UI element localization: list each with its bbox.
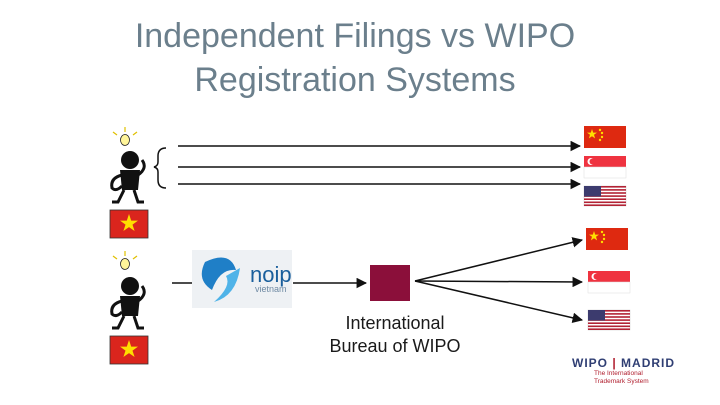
singapore-flag-icon-top — [583, 156, 627, 179]
wipo-madrid-logo: WIPO | MADRID The International Trademar… — [572, 356, 692, 386]
title-line-1: Independent Filings vs WIPO — [134, 17, 576, 55]
brace — [153, 147, 167, 189]
noip-logo-name: noip — [250, 262, 292, 287]
wipo-logo-sub-1: The International — [594, 370, 643, 377]
wipo-logo-separator: | — [612, 356, 617, 370]
singapore-flag-icon-bottom — [587, 271, 631, 294]
china-flag-icon-bottom — [586, 228, 628, 250]
usa-flag-icon-top — [583, 185, 627, 207]
international-bureau-label: International Bureau of WIPO — [300, 312, 490, 358]
wipo-logo-sub-2: Trademark System — [594, 378, 649, 385]
usa-flag-icon-bottom — [587, 309, 631, 331]
international-bureau-box — [370, 265, 410, 301]
title-line-2: Registration Systems — [194, 61, 516, 99]
arrow-ib-to-singapore — [414, 276, 584, 288]
arrow-ib-to-china — [414, 237, 584, 282]
vietnam-flag-icon-bottom — [109, 335, 149, 365]
noip-logo-subtitle: vietnam — [255, 284, 287, 294]
arrow-ib-to-usa — [414, 280, 584, 323]
china-flag-icon-top — [584, 126, 626, 148]
ib-label-line-2: Bureau of WIPO — [329, 336, 461, 356]
noip-logo — [192, 250, 292, 308]
ib-label-line-1: International — [345, 313, 445, 333]
applicant-bottom-icon — [110, 251, 146, 330]
wipo-logo-right: MADRID — [621, 356, 676, 370]
vietnam-flag-icon-top — [109, 209, 149, 239]
slide-title: Independent Filings vs WIPO Registration… — [0, 14, 710, 102]
applicant-top-icon — [110, 127, 146, 204]
wipo-logo-left: WIPO — [572, 356, 608, 370]
